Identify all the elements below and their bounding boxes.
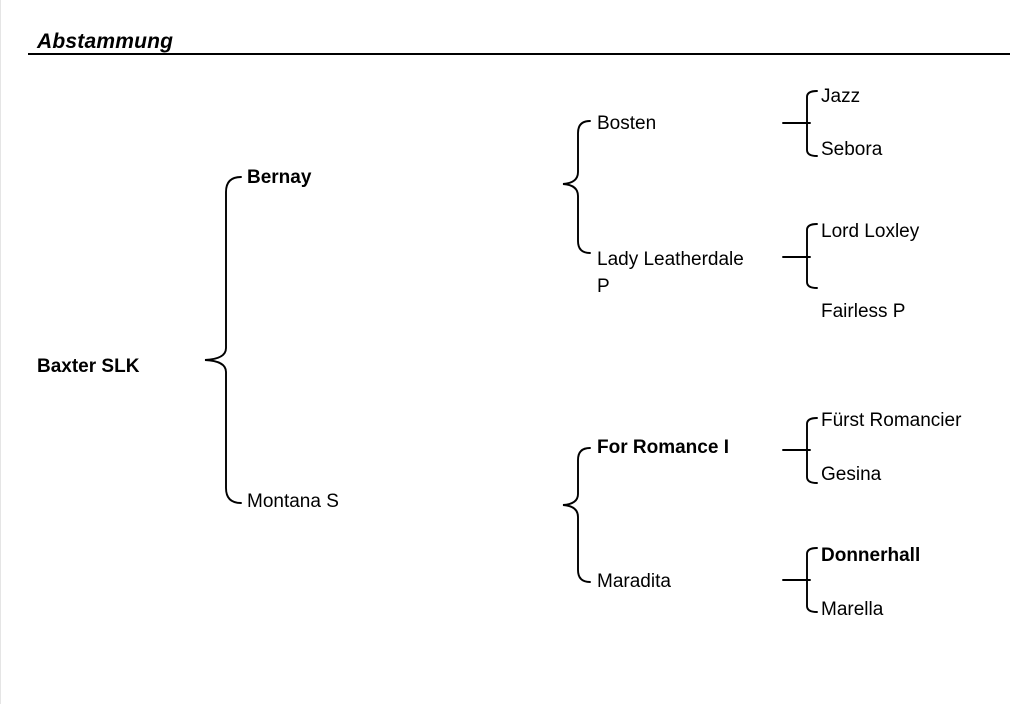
page-title: Abstammung: [37, 30, 174, 53]
title-underline: [28, 53, 1010, 55]
pedigree-node-fuerst-romancier: Fürst Romancier: [821, 410, 962, 432]
pedigree-node-lord-loxley: Lord Loxley: [821, 221, 920, 243]
pedigree-node-fairless-p: Fairless P: [821, 301, 906, 323]
pedigree-node-sebora: Sebora: [821, 139, 883, 161]
pedigree-node-lady-leatherdale-p: Lady Leatherdale P: [597, 249, 744, 297]
pedigree-node-baxter-slk: Baxter SLK: [37, 356, 140, 378]
brace-root: [204, 176, 242, 504]
pedigree-node-for-romance-i: For Romance I: [597, 437, 729, 459]
brace-montana: [562, 447, 591, 583]
panel-left-border: [0, 0, 1, 704]
pedigree-node-maradita: Maradita: [597, 571, 671, 593]
pedigree-node-jazz: Jazz: [821, 86, 861, 108]
brace-lady: [806, 223, 818, 289]
brace-forromance: [806, 417, 818, 484]
brace-bernay: [562, 120, 591, 254]
pedigree-node-gesina: Gesina: [821, 464, 882, 486]
brace-maradita: [806, 547, 818, 613]
pedigree-node-bernay: Bernay: [247, 167, 312, 189]
brace-bosten: [806, 90, 818, 157]
pedigree-node-bosten: Bosten: [597, 113, 657, 135]
pedigree-node-marella: Marella: [821, 599, 884, 621]
pedigree-node-donnerhall: Donnerhall: [821, 545, 921, 567]
pedigree-node-montana-s: Montana S: [247, 491, 339, 513]
